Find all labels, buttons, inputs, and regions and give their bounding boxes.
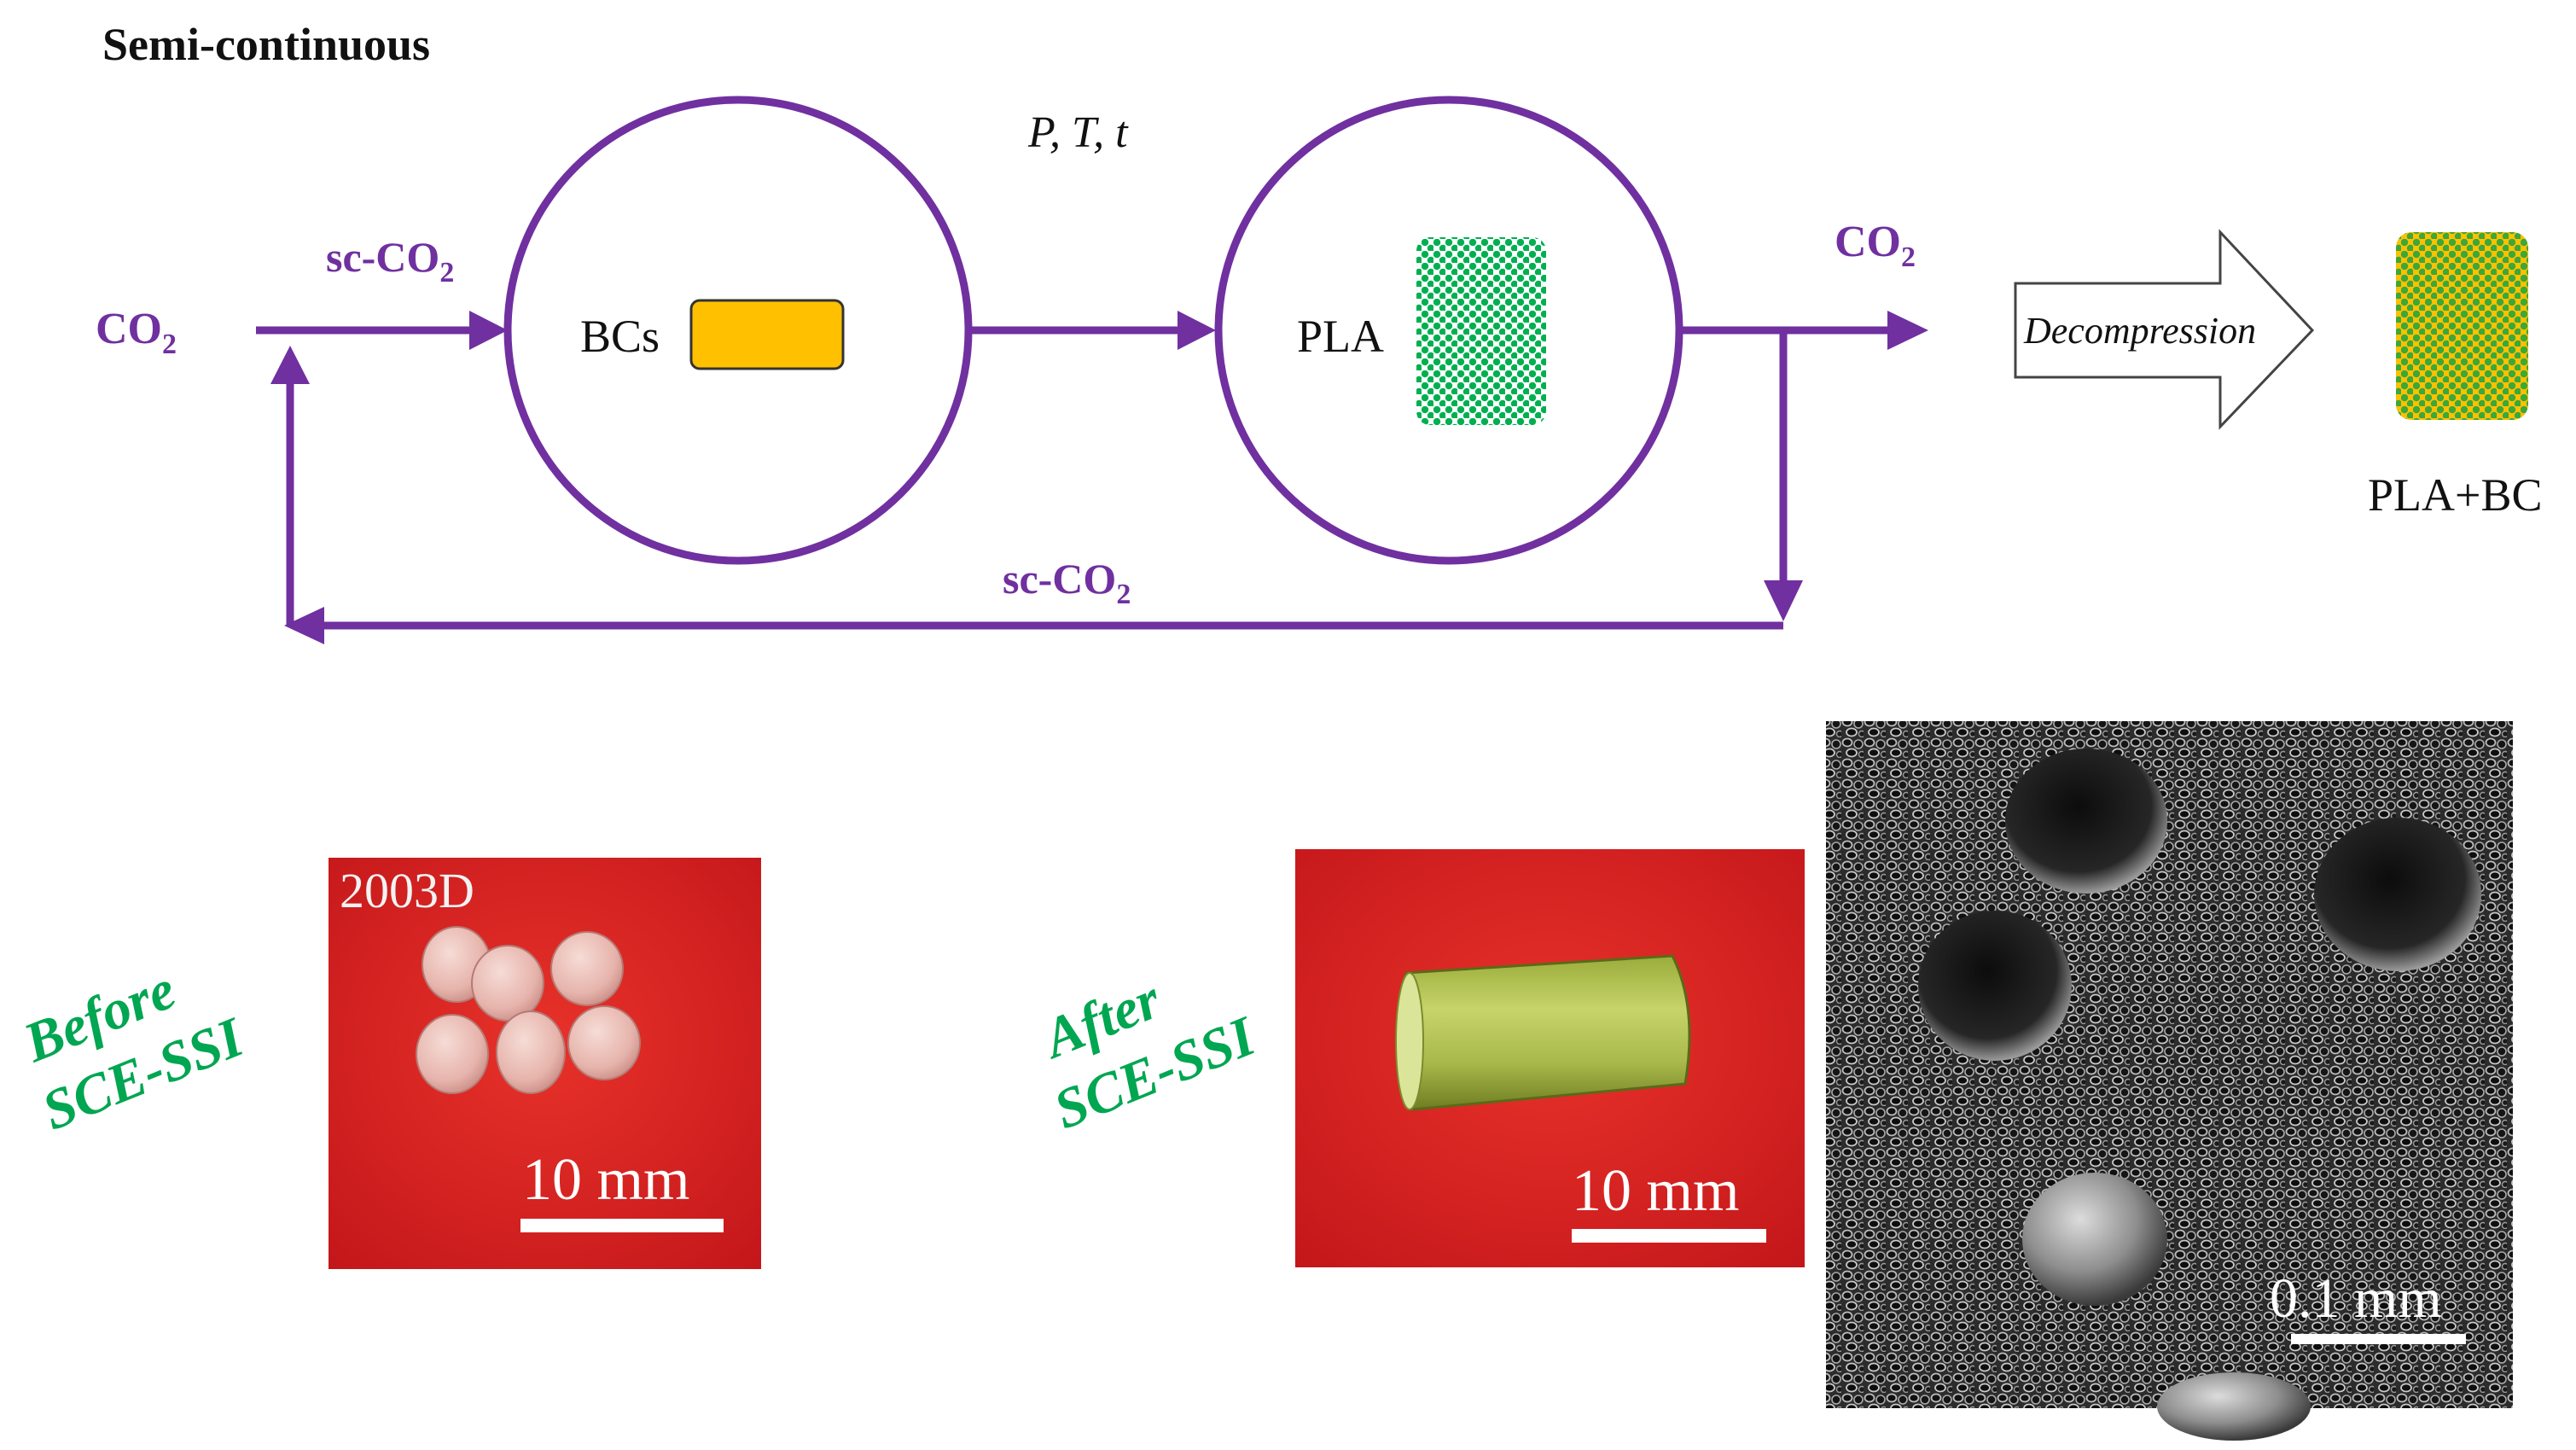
bc-sphere <box>1918 911 2072 1061</box>
outlet-arrowhead <box>1887 311 1928 350</box>
vessel1-label: BCs <box>580 311 660 362</box>
photo-before: 2003D 10 mm <box>329 858 761 1269</box>
photo-after-scale-label: 10 mm <box>1572 1158 1739 1224</box>
flow-arrowheads <box>270 311 1928 644</box>
sem-micrograph: 0.1 mm <box>1826 721 2513 1441</box>
pellet <box>471 945 544 1022</box>
vessel2-label: PLA <box>1297 311 1384 362</box>
after-label: After SCE-SSI <box>1032 968 1265 1142</box>
process-conditions: P, T, t <box>1027 108 1129 157</box>
recycle-up-arrowhead <box>270 346 310 384</box>
photo-after-scale-bar <box>1572 1229 1766 1243</box>
inlet-label: CO2 <box>96 305 177 360</box>
bc-sphere <box>2157 1372 2311 1441</box>
decompression-arrow <box>2014 229 2315 430</box>
recycle-left-arrowhead <box>284 607 324 644</box>
bc-sphere <box>2022 1173 2167 1306</box>
decompression-label: Decompression <box>2023 310 2256 352</box>
pellet <box>550 931 624 1006</box>
cylinder-end <box>1395 972 1424 1110</box>
bc-sphere <box>2005 748 2167 894</box>
recycle-label: sc-CO2 <box>1003 555 1131 610</box>
pellet <box>567 1005 641 1080</box>
pellet <box>496 1010 566 1094</box>
diagram-title: Semi-continuous <box>102 19 430 70</box>
pellets <box>416 926 641 1094</box>
feed-arrowhead <box>469 311 508 350</box>
connector-arrowhead <box>1178 311 1216 350</box>
photo-after: 10 mm <box>1295 849 1805 1267</box>
feed-label: sc-CO2 <box>326 233 454 288</box>
bc-sphere <box>2314 818 2481 971</box>
photo-before-tag: 2003D <box>340 863 474 918</box>
photo-before-scale-label: 10 mm <box>522 1147 689 1213</box>
product-sample <box>2396 232 2528 420</box>
sem-scale-bar <box>2291 1334 2466 1344</box>
pellet <box>416 1014 489 1094</box>
bc-sample <box>689 299 845 370</box>
sem-scale-label: 0.1 mm <box>2270 1267 2442 1330</box>
foamed-cylinder <box>1398 954 1691 1111</box>
product-label: PLA+BC <box>2368 469 2543 521</box>
recycle-down-arrowhead <box>1764 580 1803 621</box>
photo-before-scale-bar <box>520 1219 724 1232</box>
pla-sample <box>1416 237 1546 425</box>
outlet-label: CO2 <box>1835 218 1916 273</box>
flow-lines <box>256 326 1894 630</box>
before-label: Before SCE-SSI <box>15 958 253 1143</box>
